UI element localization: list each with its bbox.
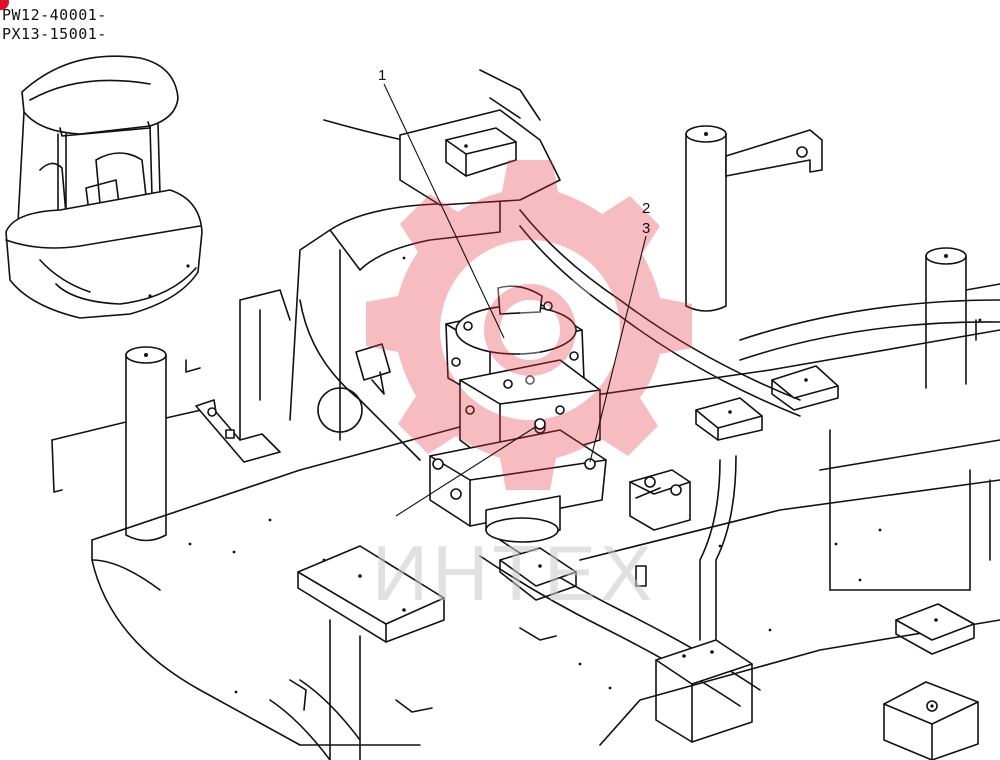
- gear-logo-icon: [366, 160, 692, 490]
- left-support-post: [51, 346, 281, 542]
- frame-fastener-dots: [188, 256, 982, 694]
- machine-overview-thumbnail: [5, 55, 203, 319]
- watermark: [366, 160, 692, 490]
- serial-number-range-2: PX13-15001-: [2, 25, 107, 43]
- callout-leaders: [383, 83, 647, 517]
- callout-2: 2: [642, 200, 650, 217]
- callout-3: 3: [642, 220, 650, 237]
- right-support-posts: [685, 125, 1000, 389]
- center-frame-structure: [239, 69, 561, 461]
- watermark-text: ИНТЕХ: [372, 529, 656, 617]
- corner-marker: [0, 0, 9, 10]
- callout-1: 1: [378, 67, 386, 84]
- mounting-brackets: [629, 365, 839, 587]
- lower-mount-plates: [289, 545, 979, 760]
- serial-number-range-1: PW12-40001-: [2, 6, 107, 24]
- swing-motor-assembly: [429, 285, 607, 543]
